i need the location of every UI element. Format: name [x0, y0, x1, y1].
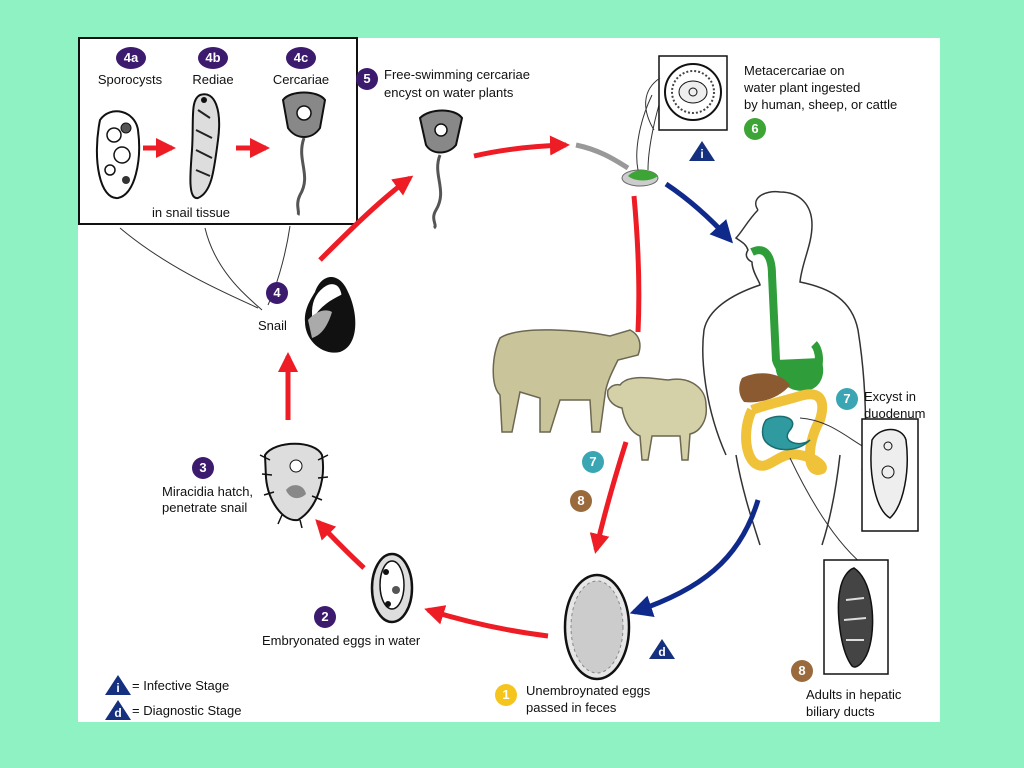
cercaria-illustration — [281, 91, 327, 216]
stage-7-animal-badge: 7 — [582, 451, 604, 473]
triangle-icon — [649, 639, 675, 659]
cattle-illustration — [492, 329, 641, 433]
stage-5-label-line1: Free-swimming cercariae — [384, 67, 530, 82]
arrow-5-to-6 — [473, 135, 570, 159]
stage-7-label-line1: Excyst in — [864, 389, 917, 404]
stage-4a-badge: 4a — [116, 47, 146, 69]
diagnostic-stage-marker: d — [648, 638, 676, 660]
pointer-line — [119, 227, 259, 309]
pointer-line — [645, 77, 661, 131]
legend-infective-marker: i — [104, 674, 132, 696]
triangle-icon — [105, 675, 131, 695]
stage-3-label-line1: Miracidia hatch, — [162, 484, 254, 499]
legend-infective-text: = Infective Stage — [132, 678, 230, 693]
stage-2-badge: 2 — [314, 606, 336, 628]
stage-4a-label: Sporocysts — [97, 72, 163, 87]
human-illustration — [702, 190, 867, 546]
stage-1-label-line1: Unembroynated eggs — [526, 683, 651, 698]
metacercaria-illustration — [664, 63, 722, 121]
stage-7-badge: 7 — [836, 388, 858, 410]
stage-4b-badge: 4b — [198, 47, 228, 69]
stage-5-label-line2: encyst on water plants — [384, 85, 514, 100]
legend-diagnostic-marker: d — [104, 699, 132, 721]
rediae-illustration — [189, 93, 221, 199]
sporocyst-illustration — [95, 110, 141, 200]
infective-stage-marker: i — [688, 140, 716, 162]
arrow-4-to-5 — [318, 175, 414, 262]
pointer-line — [789, 457, 863, 565]
arrow-human-to-1 — [629, 499, 761, 617]
stage-8-label-line1: Adults in hepatic — [806, 687, 902, 702]
snail-illustration — [304, 277, 356, 353]
arrow-animals-to-1 — [589, 441, 629, 554]
stage-3-label-line2: penetrate snail — [162, 500, 248, 515]
spoon-water-plant-illustration — [575, 94, 663, 187]
adult-fluke-illustration — [837, 567, 874, 668]
stage-3-badge: 3 — [192, 457, 214, 479]
stage-8-animal-badge: 8 — [570, 490, 592, 512]
stage-6-badge: 6 — [744, 118, 766, 140]
stage-6-label-line2: water plant ingested — [744, 80, 861, 95]
stage-8-badge: 8 — [791, 660, 813, 682]
pointer-line — [204, 227, 263, 311]
stage-5-badge: 5 — [356, 68, 378, 90]
stage-4c-label: Cercariae — [272, 72, 330, 87]
stage-6-label-line3: by human, sheep, or cattle — [744, 97, 898, 112]
stage-4b-label: Rediae — [192, 72, 234, 87]
arrow-2-to-3 — [315, 519, 366, 570]
stage-4c-badge: 4c — [286, 47, 316, 69]
legend-diagnostic-text: = Diagnostic Stage — [132, 703, 242, 718]
stage-7-label-line2: duodenum — [864, 406, 926, 421]
snail-tissue-caption: in snail tissue — [152, 205, 231, 220]
excysted-fluke-illustration — [870, 428, 908, 519]
unembryonated-egg-illustration — [563, 573, 631, 681]
stage-6-label-line1: Metacercariae on — [744, 63, 845, 78]
stage-1-badge: 1 — [495, 684, 517, 706]
stage-8-label-line2: biliary ducts — [806, 704, 875, 719]
arrow-6-to-human — [664, 181, 734, 244]
triangle-icon — [105, 700, 131, 720]
stage-4-badge: 4 — [266, 282, 288, 304]
stage-2-label: Embryonated eggs in water — [262, 633, 421, 648]
embryonated-egg-illustration — [370, 552, 414, 624]
arrow-1-to-2 — [424, 605, 549, 639]
triangle-icon — [689, 141, 715, 161]
free-cercaria-illustration — [418, 109, 464, 230]
arrow-6-to-animals — [631, 195, 642, 333]
stage-4-label: Snail — [258, 318, 287, 333]
stage-1-label-line2: passed in feces — [526, 700, 617, 715]
miracidium-illustration — [259, 442, 329, 529]
sheep-illustration — [606, 376, 708, 461]
